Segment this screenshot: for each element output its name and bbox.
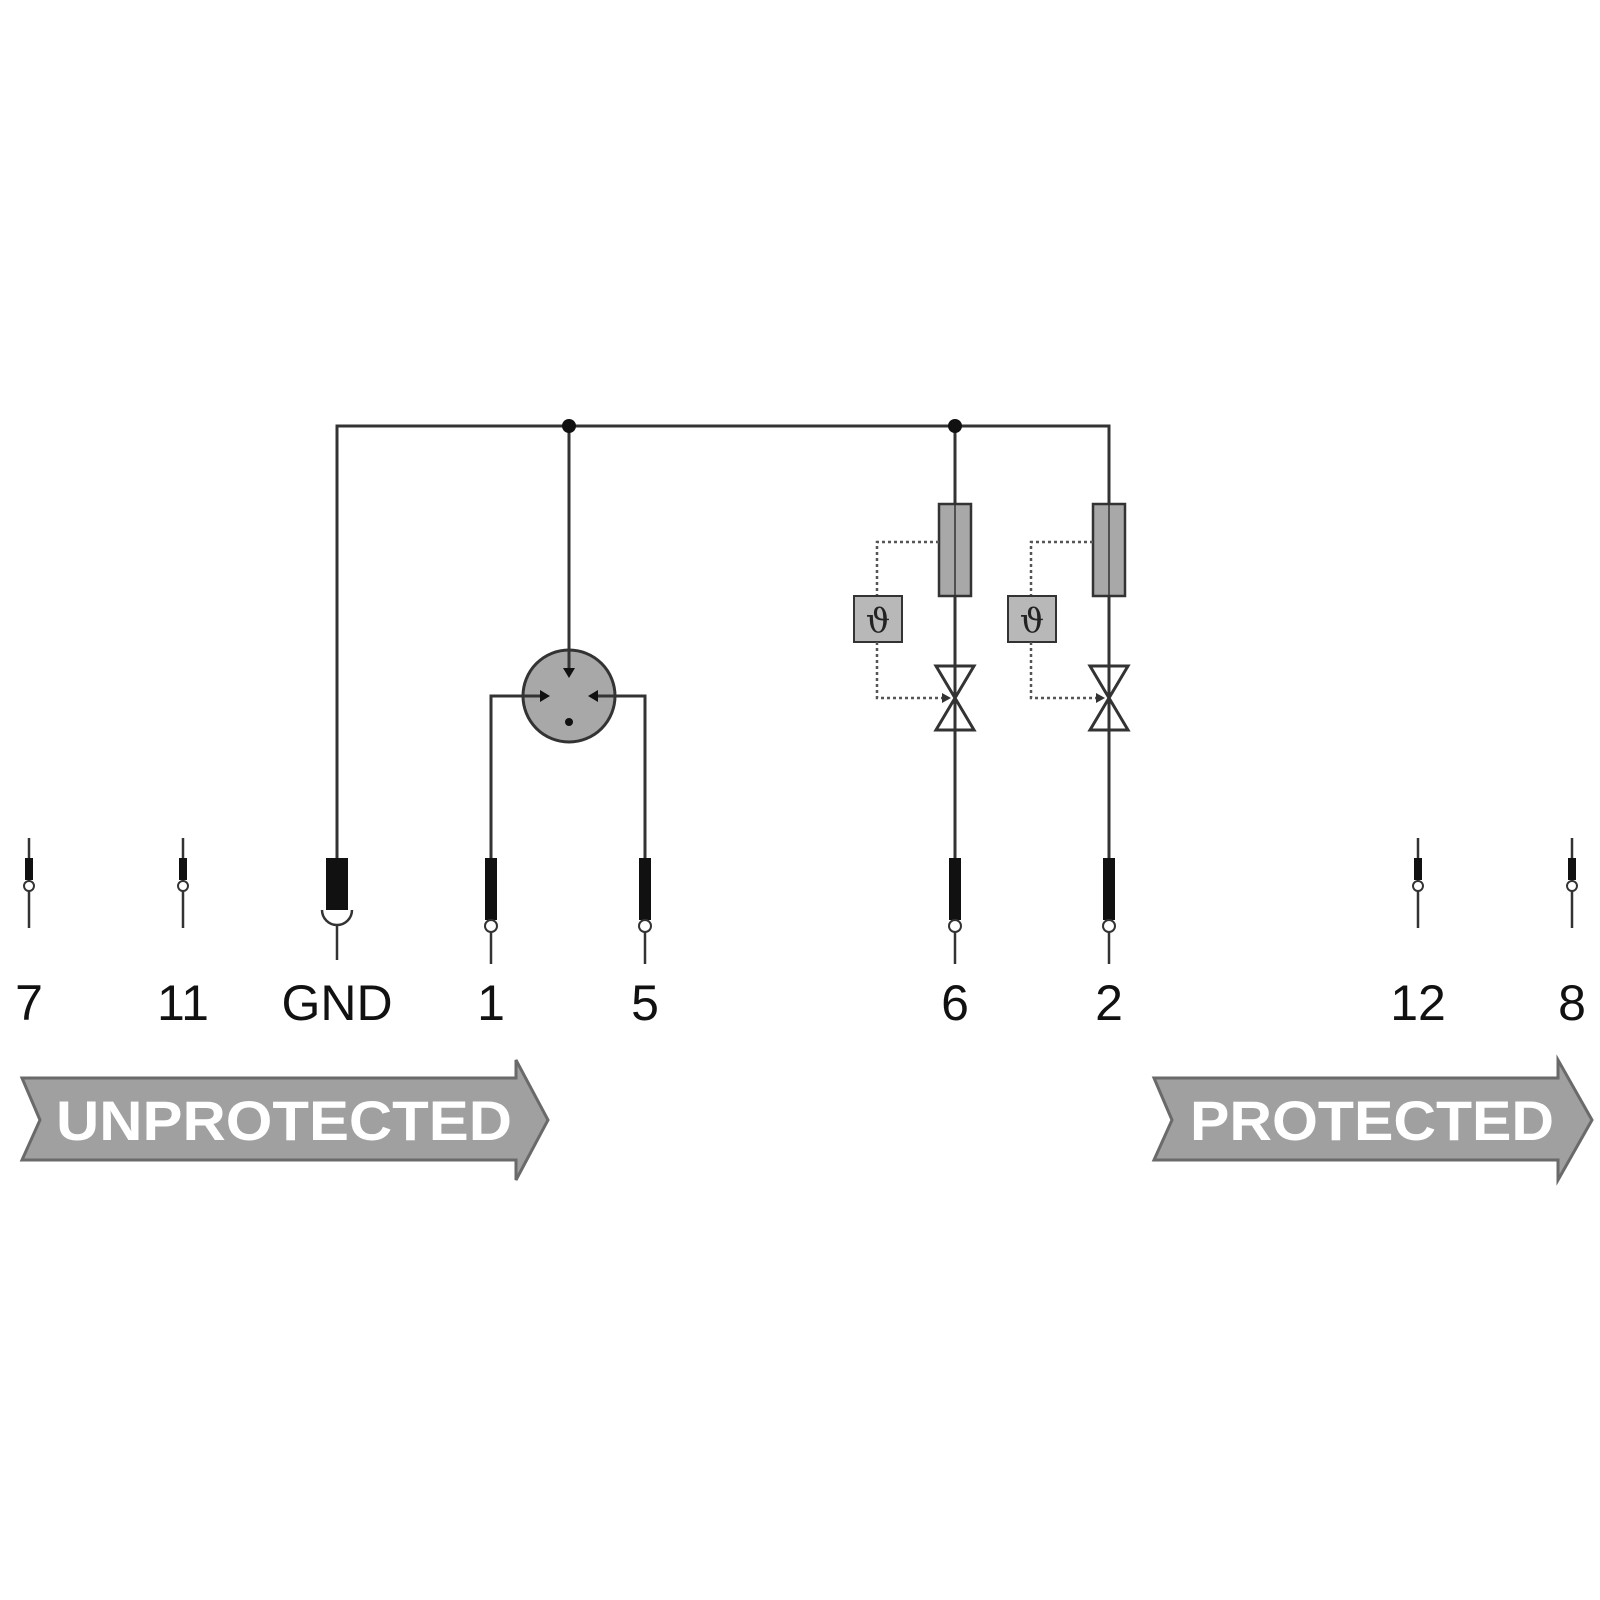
thermal-symbol: ϑ (1020, 601, 1044, 641)
terminal-pin-1 (484, 858, 498, 964)
terminal-label-2: 2 (1095, 975, 1123, 1031)
terminal-label-12: 12 (1390, 975, 1446, 1031)
terminal-label-11: 11 (157, 975, 209, 1031)
terminal-label-5: 5 (631, 975, 659, 1031)
ground-bus (335, 419, 1111, 858)
junction-dot-right (948, 419, 962, 433)
protected-label: PROTECTED (1190, 1089, 1554, 1152)
terminal-pin-5 (638, 858, 652, 964)
terminal-label-7: 7 (15, 975, 43, 1031)
fuse-branch-6: ϑ (853, 502, 977, 732)
terminal-pin-6 (948, 858, 962, 964)
unprotected-banner: UNPROTECTED (19, 1059, 550, 1181)
unprotected-label: UNPROTECTED (56, 1089, 512, 1152)
disconnect-switch (1087, 664, 1131, 732)
protected-banner: PROTECTED (1151, 1054, 1594, 1186)
terminal-labels: 7 11 GND 1 5 6 2 12 8 (15, 975, 1586, 1031)
thermal-symbol: ϑ (866, 601, 890, 641)
terminal-pin-2 (1102, 858, 1116, 964)
terminal-pin-gnd (320, 858, 354, 960)
terminal-pin-8 (1566, 838, 1578, 928)
terminal-label-gnd: GND (281, 975, 392, 1031)
terminal-pins (23, 838, 1578, 964)
terminal-label-8: 8 (1558, 975, 1586, 1031)
gas-discharge-tube (489, 648, 647, 858)
terminal-label-1: 1 (477, 975, 505, 1031)
fuse-branch-2: ϑ (1007, 502, 1131, 732)
junction-dot-left (562, 419, 576, 433)
terminal-pin-12 (1412, 838, 1424, 928)
terminal-pin-7 (23, 838, 35, 928)
terminal-label-6: 6 (941, 975, 969, 1031)
terminal-pin-11 (177, 838, 189, 928)
disconnect-switch (933, 664, 977, 732)
